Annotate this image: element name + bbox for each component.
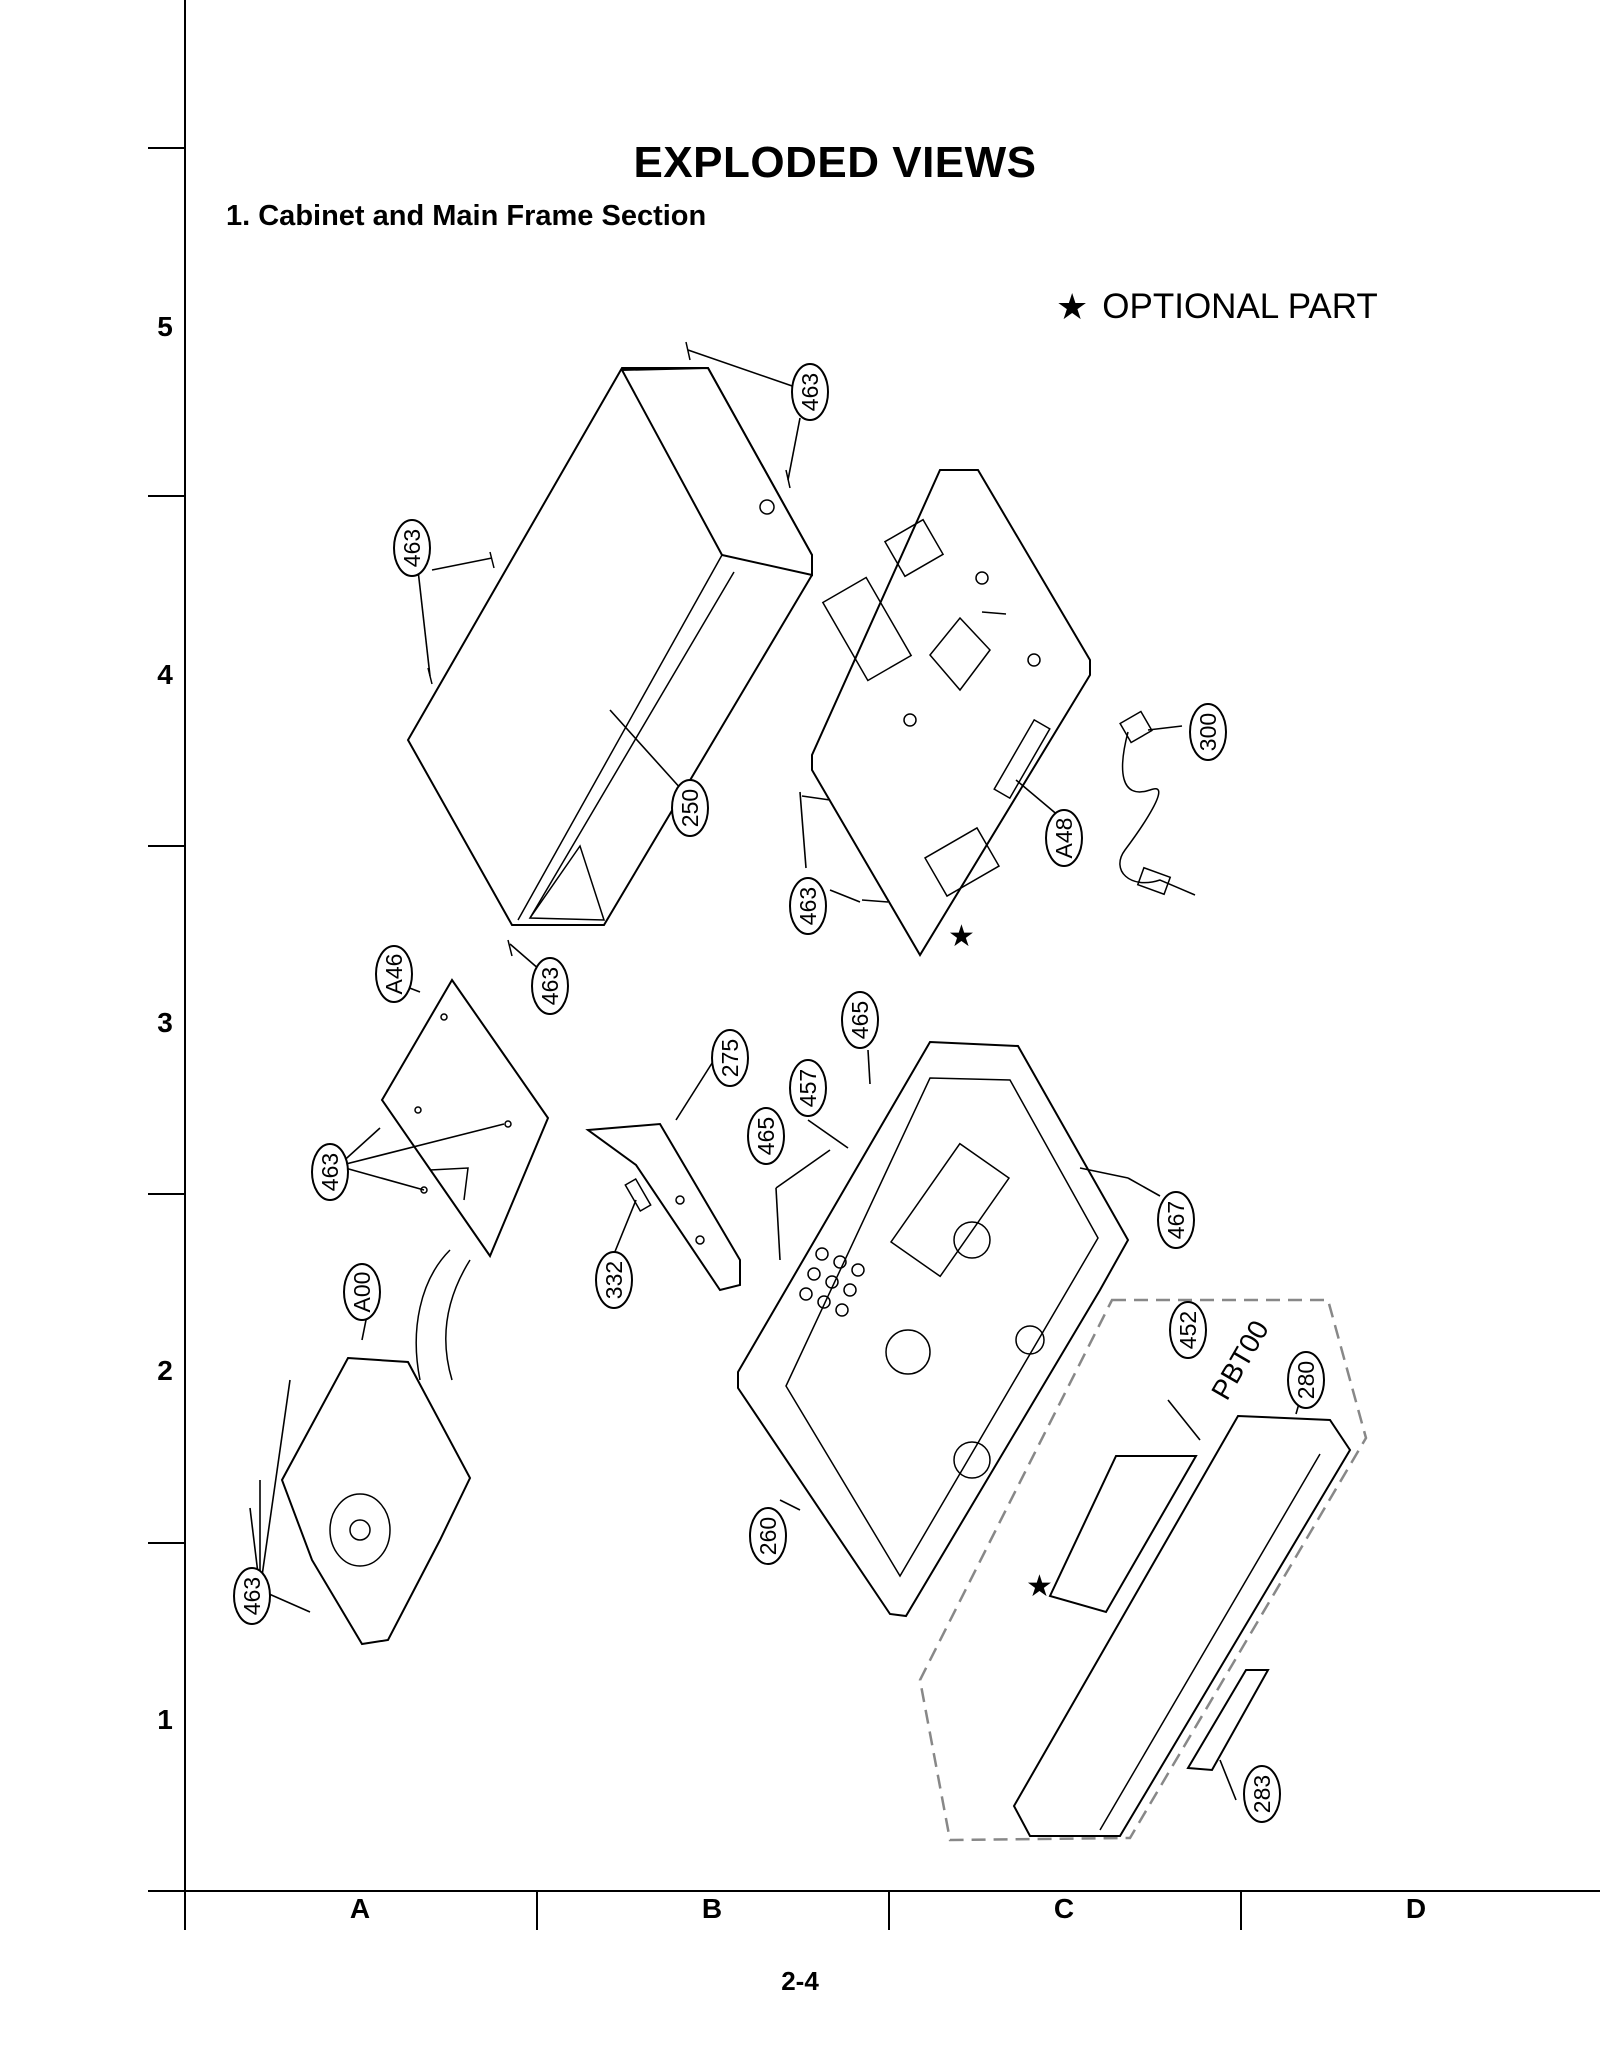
callout-467: 467 (1157, 1191, 1195, 1249)
column-label-d: D (1405, 1893, 1427, 1924)
callout-a00: A00 (343, 1263, 381, 1321)
page-title: EXPLODED VIEWS (633, 138, 1037, 187)
main-board-a48 (801, 469, 1091, 957)
svg-text:463: 463 (317, 1153, 343, 1191)
svg-text:PBT00: PBT00 (1205, 1315, 1275, 1405)
callout-275: 275 (711, 1029, 749, 1087)
column-label-c: C (1053, 1893, 1075, 1924)
svg-text:283: 283 (1249, 1775, 1275, 1813)
callout-463: 463 (233, 1567, 271, 1625)
cabinet-cover-250 (406, 341, 813, 957)
row-label-2: 2 (157, 1355, 173, 1386)
page-number: 2-4 (781, 1966, 819, 1996)
frame-left-border (184, 0, 186, 1892)
column-label-a: A (349, 1893, 371, 1924)
callout-a46: A46 (375, 945, 413, 1003)
sub-board-a46 (380, 978, 550, 1259)
svg-text:250: 250 (677, 789, 703, 827)
row-label-1: 1 (157, 1704, 173, 1735)
column-tick (888, 1890, 890, 1930)
svg-text:A46: A46 (381, 954, 407, 995)
star-icon: ★ (1056, 286, 1089, 327)
row-label-4: 4 (157, 659, 173, 690)
svg-text:A00: A00 (349, 1272, 375, 1313)
callout-a48: A48 (1045, 809, 1083, 867)
callout-465: 465 (841, 991, 879, 1049)
svg-text:300: 300 (1195, 713, 1221, 751)
callout-332: 332 (595, 1251, 633, 1309)
optional-front-panel-group (918, 1298, 1368, 1842)
callout-465: 465 (747, 1107, 785, 1165)
callout-260: 260 (749, 1507, 787, 1565)
svg-text:463: 463 (537, 967, 563, 1005)
row-tick (148, 1542, 186, 1544)
row-tick (148, 1193, 186, 1195)
column-label-b: B (701, 1893, 723, 1924)
optional-star-icon: ★ (1026, 1569, 1053, 1604)
row-tick (148, 845, 186, 847)
bracket-275 (585, 1122, 741, 1292)
row-tick (148, 147, 186, 149)
svg-text:467: 467 (1163, 1201, 1189, 1239)
svg-text:457: 457 (795, 1069, 821, 1107)
label-pbt00: PBT00 (1205, 1315, 1275, 1405)
row-label-3: 3 (157, 1007, 173, 1038)
column-tick (536, 1890, 538, 1930)
optional-part-legend: ★ OPTIONAL PART (1056, 286, 1378, 328)
svg-text:332: 332 (601, 1261, 627, 1299)
svg-text:280: 280 (1293, 1361, 1319, 1399)
svg-text:463: 463 (239, 1577, 265, 1615)
callout-463: 463 (531, 957, 569, 1015)
svg-text:275: 275 (717, 1039, 743, 1077)
callout-463: 463 (311, 1143, 349, 1201)
callout-300: 300 (1189, 703, 1227, 761)
legend-label: OPTIONAL PART (1102, 287, 1378, 326)
callout-280: 280 (1287, 1351, 1325, 1409)
callout-452: 452 (1169, 1301, 1207, 1359)
svg-text:463: 463 (795, 887, 821, 925)
svg-text:463: 463 (797, 373, 823, 411)
callout-463: 463 (789, 877, 827, 935)
frame-bottom-border (148, 1890, 1600, 1892)
callout-457: 457 (789, 1059, 827, 1117)
main-frame-260 (737, 1040, 1130, 1618)
svg-text:A48: A48 (1051, 818, 1077, 859)
section-subtitle: 1. Cabinet and Main Frame Section (226, 200, 707, 232)
power-cord-300 (1119, 710, 1196, 896)
callout-283: 283 (1243, 1765, 1281, 1823)
button-grid (799, 1247, 865, 1317)
optional-star-icon: ★ (948, 919, 975, 954)
svg-text:465: 465 (753, 1117, 779, 1155)
row-tick (148, 495, 186, 497)
svg-text:465: 465 (847, 1001, 873, 1039)
callout-463: 463 (393, 519, 431, 577)
loader-a00 (280, 1249, 472, 1646)
column-tick (184, 1890, 186, 1930)
svg-text:260: 260 (755, 1517, 781, 1555)
svg-text:463: 463 (399, 529, 425, 567)
callout-463: 463 (791, 363, 829, 421)
svg-text:452: 452 (1175, 1311, 1201, 1349)
callout-250: 250 (671, 779, 709, 837)
row-label-5: 5 (157, 311, 173, 342)
column-tick (1240, 1890, 1242, 1930)
